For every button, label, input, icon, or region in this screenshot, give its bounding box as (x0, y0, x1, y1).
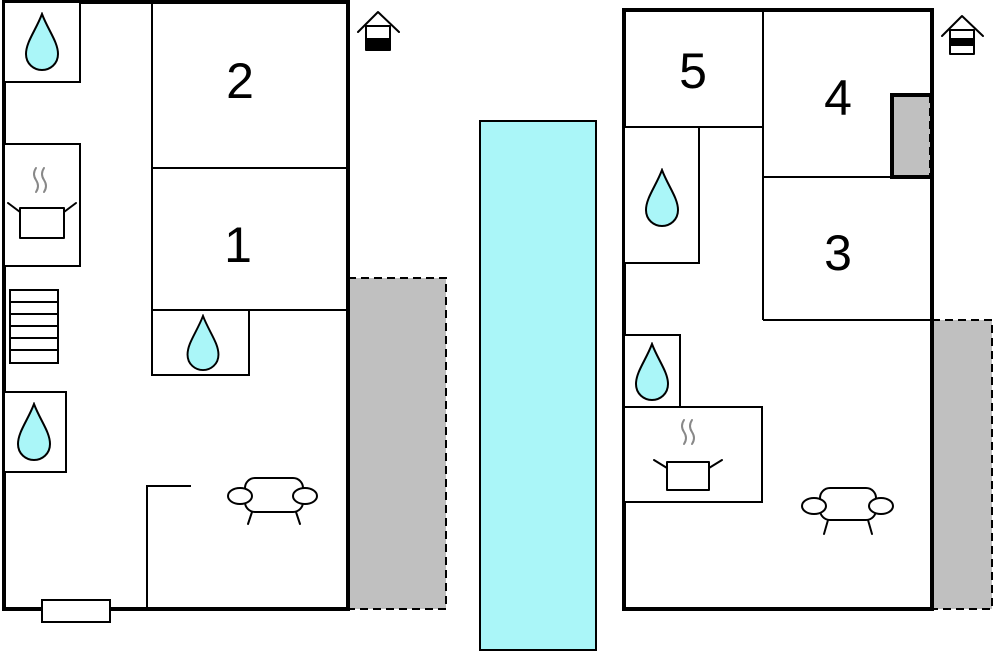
window-icon (41, 599, 111, 623)
kitchen-left (3, 143, 81, 267)
room-3-label: 3 (824, 225, 852, 281)
room-1-label: 1 (224, 217, 252, 273)
terrace-right (931, 319, 993, 610)
stairs-icon (9, 289, 59, 364)
sofa-icon (227, 477, 318, 525)
right-house-outline (622, 8, 934, 611)
room-2-label: 2 (226, 53, 254, 109)
left-floor-plan: 2 1 (2, 0, 400, 623)
room-4-label: 4 (824, 70, 852, 126)
cooking-pot-icon (653, 419, 723, 491)
house-entrance-icon (941, 15, 984, 55)
balcony-right (892, 95, 930, 177)
right-floor-plan: 5 4 3 (622, 8, 984, 611)
house-entrance-icon (357, 11, 400, 51)
sofa-icon (801, 487, 894, 535)
room-5-label: 5 (679, 43, 707, 99)
cooking-pot-icon (7, 167, 77, 239)
terrace-left (347, 277, 447, 610)
swimming-pool (479, 120, 597, 651)
left-house-outline (2, 0, 350, 611)
